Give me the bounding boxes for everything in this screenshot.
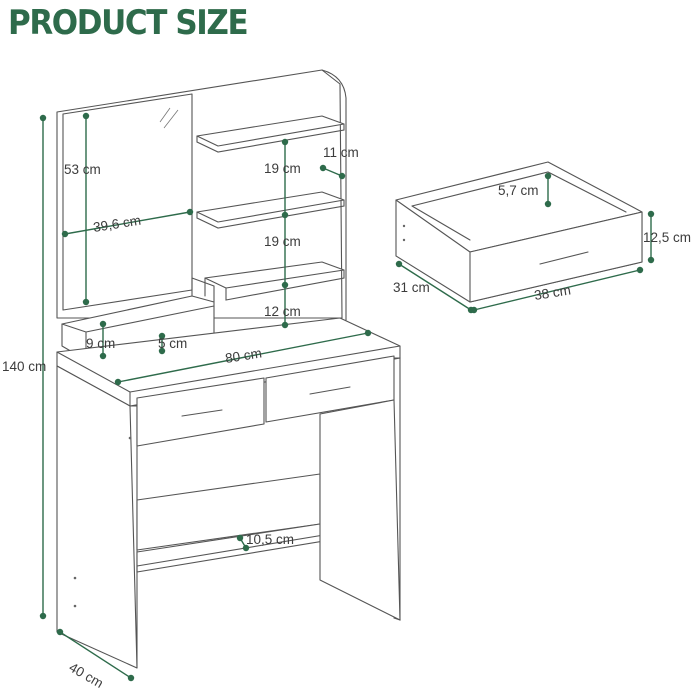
label-drawer-inner-height: 5,7 cm bbox=[498, 183, 539, 198]
label-width: 80 cm bbox=[224, 345, 263, 366]
label-drawer-depth: 31 cm bbox=[393, 280, 430, 295]
page-title: PRODUCT SIZE bbox=[8, 4, 249, 43]
left-side-panel bbox=[56, 365, 138, 669]
drawer-illustration bbox=[395, 161, 643, 303]
label-shelf-spacing-top: 19 cm bbox=[264, 161, 301, 176]
label-shelf-spacing-bottom: 12 cm bbox=[264, 304, 301, 319]
label-shelf-depth: 11 cm bbox=[323, 145, 359, 160]
label-lower-shelf-height: 10,5 cm bbox=[246, 532, 294, 547]
label-shelf-spacing-middle: 19 cm bbox=[264, 234, 301, 249]
drawer-front-left[interactable] bbox=[136, 377, 265, 447]
dimension-lines bbox=[39, 112, 655, 682]
right-side-panel bbox=[319, 399, 401, 621]
label-tray-depth: 5 cm bbox=[158, 336, 187, 351]
label-mirror-height: 53 cm bbox=[64, 162, 101, 177]
label-depth: 40 cm bbox=[67, 660, 106, 691]
label-height-total: 140 cm bbox=[2, 359, 46, 374]
drawer-handle-right bbox=[309, 386, 351, 395]
mirror bbox=[62, 93, 193, 311]
vanity-table-illustration bbox=[56, 69, 401, 669]
drawer-front-panel bbox=[469, 211, 643, 303]
label-mirror-width: 39,6 cm bbox=[92, 213, 142, 235]
drawer-handle bbox=[539, 251, 589, 265]
label-drawer-height: 12,5 cm bbox=[643, 230, 691, 245]
label-drawer-width: 38 cm bbox=[533, 282, 572, 303]
drawer-handle-left bbox=[181, 409, 223, 417]
label-tray-height: 9 cm bbox=[86, 336, 115, 351]
